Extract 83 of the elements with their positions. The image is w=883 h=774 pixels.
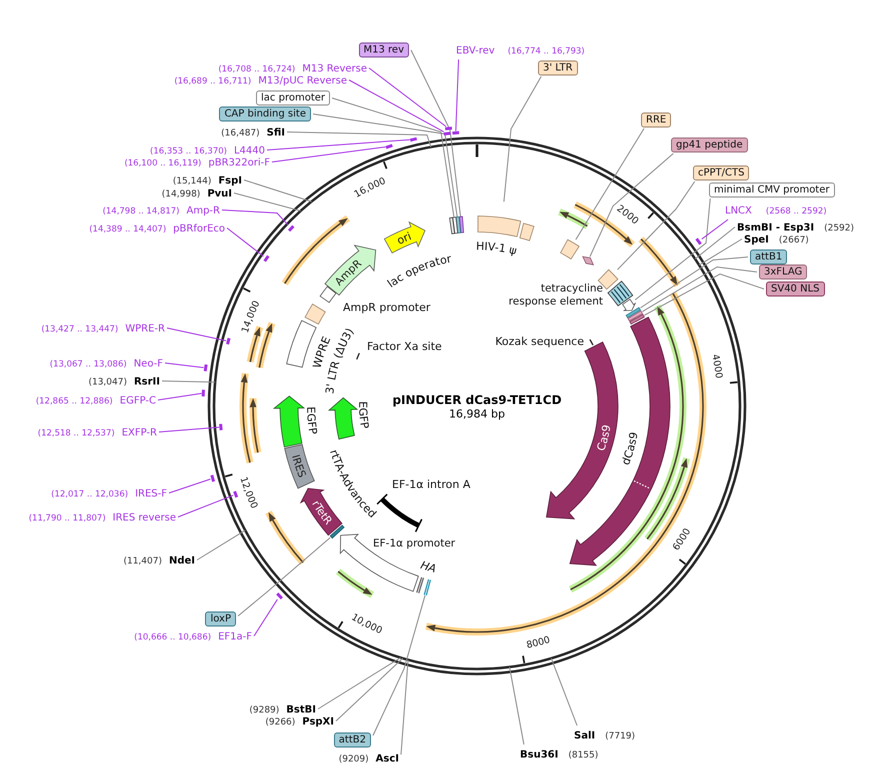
- enzyme-site-label: BsmBI - Esp3I (2592): [737, 218, 854, 236]
- leader-line: [400, 659, 409, 756]
- enzyme-site-label: (13,047) RsrII: [88, 372, 160, 390]
- feature-tag: lac promoter: [256, 90, 330, 106]
- feature-label: ori: [394, 230, 414, 248]
- leader-line: [368, 68, 447, 128]
- feature-tag: 3' LTR: [538, 60, 578, 76]
- leader-line: [266, 139, 410, 150]
- feature-tag: M13 rev: [358, 42, 409, 58]
- leader-line: [286, 132, 432, 148]
- leader-line: [222, 210, 289, 226]
- leader-line: [348, 80, 444, 132]
- enzyme-site-label: (11,407) NdeI: [123, 552, 195, 568]
- feature-tag: minimal CMV promoter: [709, 182, 834, 198]
- leader-line: [166, 328, 227, 342]
- leader-line: [575, 128, 645, 240]
- feature-label: AmpR promoter: [343, 300, 430, 314]
- plasmid-name: pINDUCER dCas9-TET1CD: [392, 393, 562, 407]
- leader-line: [196, 530, 246, 560]
- leader-line: [336, 658, 404, 722]
- feature-tag: 3xFLAG: [759, 264, 808, 280]
- leader-line: [694, 226, 736, 260]
- leader-line: [254, 598, 278, 636]
- leader-line: [168, 478, 211, 494]
- primer-label: (12,865 .. 12,886) EGFP-C: [36, 392, 156, 408]
- leader-line: [372, 594, 426, 736]
- primer-label: (12,017 .. 12,036) IRES-F: [51, 484, 167, 502]
- primer-label: (13,067 .. 13,086) Neo-F: [50, 354, 163, 372]
- leader-line: [503, 76, 542, 202]
- feature-tag: RRE: [641, 112, 672, 128]
- leader-line: [272, 146, 386, 162]
- leader-line: [318, 657, 402, 710]
- enzyme-site-label: (9209) AscI: [338, 750, 399, 766]
- feature-label: Kozak sequence: [495, 334, 584, 348]
- leader-line: [509, 666, 524, 745]
- leader-line: [589, 153, 674, 258]
- feature-label: Factor Xa site: [367, 340, 442, 353]
- feature-tag: loxP: [205, 612, 236, 626]
- enzyme-site-label: (16,487) SfiI: [221, 124, 285, 140]
- feature-tag: SV40 NLS: [766, 282, 824, 296]
- leader-line: [642, 266, 758, 312]
- enzyme-site-label: SalI (7719): [574, 726, 636, 744]
- leader-line: [634, 198, 711, 300]
- leader-line: [332, 98, 454, 218]
- leader-line: [616, 181, 696, 270]
- feature-tag: cPPT/CTS: [693, 166, 750, 180]
- leader-line: [164, 362, 204, 368]
- leader-line: [550, 658, 578, 726]
- primer-label: (14,798 .. 14,817) Amp-R: [102, 202, 220, 218]
- feature-label: tetracycline response element: [508, 282, 603, 308]
- leader-line: [162, 380, 216, 383]
- primer-label: (13,427 .. 13,447) WPRE-R: [41, 320, 165, 336]
- primer-label: EBV-rev (16,774 .. 16,793): [456, 42, 585, 58]
- leader-line: [158, 426, 220, 432]
- feature-label: HA: [418, 558, 438, 576]
- feature-tag: attB1: [750, 250, 788, 264]
- primer-label: (12,518 .. 12,537) EXFP-R: [38, 424, 157, 440]
- feature-label: EF-1α promoter: [373, 538, 456, 550]
- leader-line: [312, 114, 458, 218]
- leader-line: [644, 273, 764, 316]
- primer-label: LNCX (2568 .. 2592): [725, 202, 827, 218]
- primer-label: (11,790 .. 11,807) IRES reverse: [28, 508, 176, 526]
- leader-line: [238, 537, 331, 616]
- feature-tag: attB2: [334, 732, 371, 748]
- leader-line: [410, 50, 462, 218]
- leader-line: [701, 219, 729, 240]
- leader-line: [234, 192, 302, 212]
- feature-tag: CAP binding site: [219, 106, 311, 122]
- leader-line: [178, 494, 234, 518]
- plasmid-length: 16,984 bp: [449, 408, 505, 420]
- enzyme-site-label: Bsu36I (8155): [520, 746, 598, 762]
- leader-line: [455, 59, 460, 132]
- feature-label: EF-1α intron A: [392, 478, 470, 491]
- leader-line: [698, 238, 742, 266]
- feature-label: HIV-1 ψ: [476, 240, 518, 258]
- leader-line: [158, 392, 202, 400]
- feature-tag: gp41 peptide: [671, 138, 748, 152]
- leader-line: [244, 180, 312, 202]
- primer-label: (10,666 .. 10,686) EF1a-F: [134, 628, 252, 644]
- leader-line: [226, 228, 264, 257]
- primer-label: (14,389 .. 14,407) pBRforEco: [89, 220, 225, 236]
- leader-line: [640, 256, 748, 308]
- scale-label: 8000: [526, 634, 552, 652]
